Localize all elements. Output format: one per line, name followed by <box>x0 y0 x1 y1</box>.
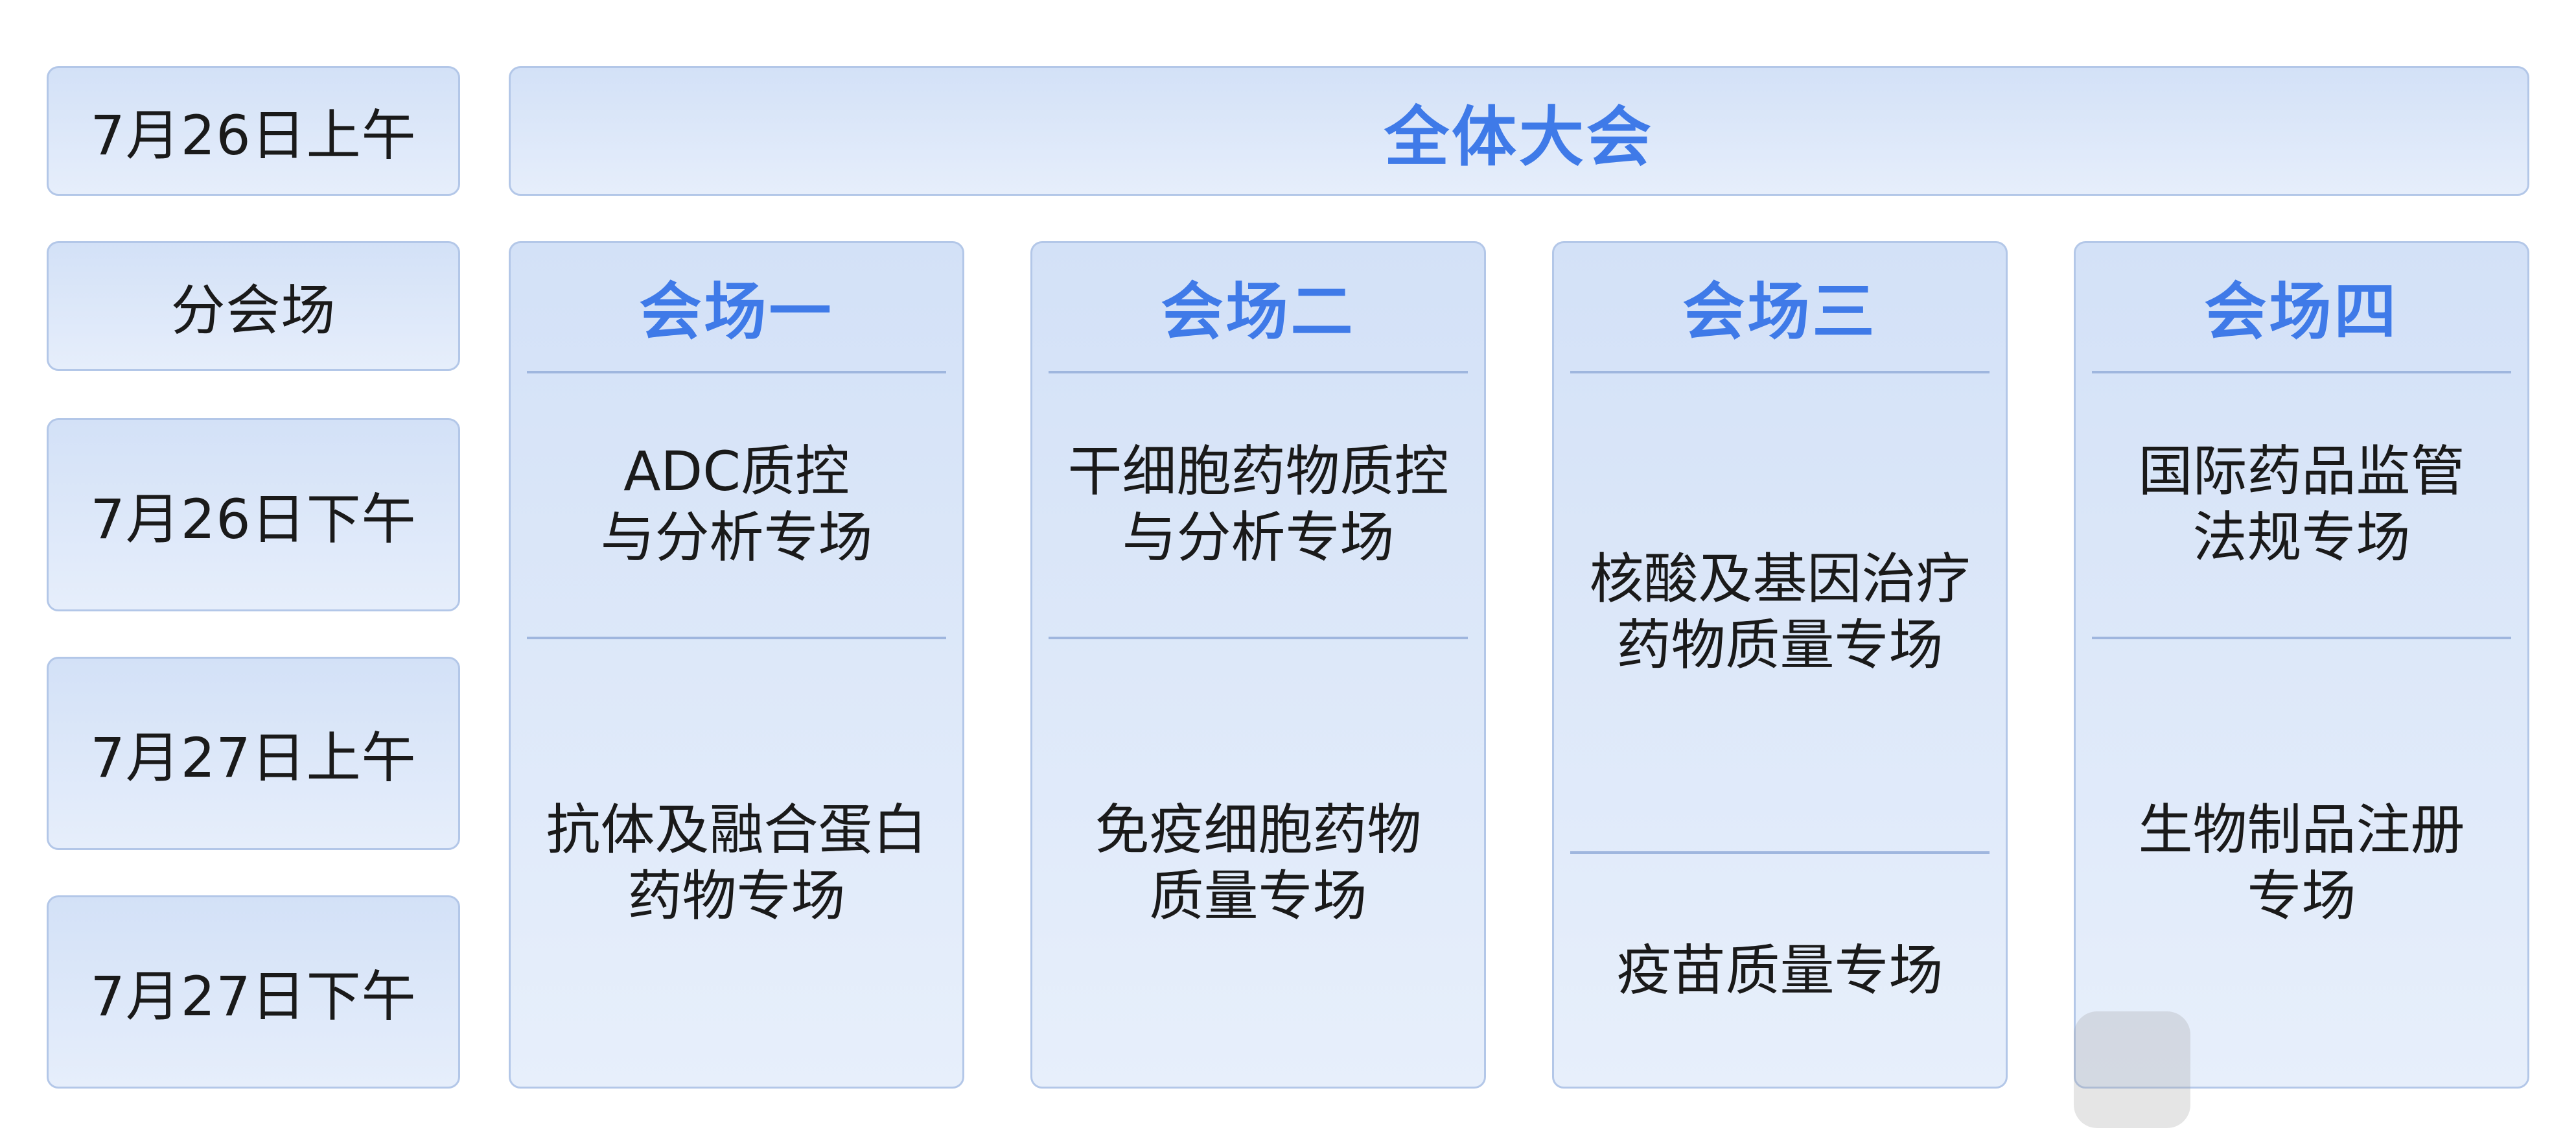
venue-column-4: 会场四 国际药品监管 法规专场 生物制品注册 专场 <box>2074 241 2529 1089</box>
venue-title: 会场二 <box>1161 276 1356 348</box>
divider <box>1049 637 1468 639</box>
label-jul27-pm-text: 7月27日下午 <box>90 964 417 1028</box>
venue-column-3: 会场三 核酸及基因治疗 药物质量专场 疫苗质量专场 <box>1552 241 2008 1089</box>
divider <box>1570 371 1990 373</box>
label-jul27-pm: 7月27日下午 <box>47 895 460 1089</box>
label-jul27-am-text: 7月27日上午 <box>90 725 417 790</box>
session-cell: 免疫细胞药物 质量专场 <box>1095 798 1422 928</box>
venue-column-2: 会场二 干细胞药物质控 与分析专场 免疫细胞药物 质量专场 <box>1030 241 1486 1089</box>
session-cell: 核酸及基因治疗 药物质量专场 <box>1589 547 1971 677</box>
session-cell: 干细胞药物质控 与分析专场 <box>1067 440 1449 569</box>
session-cell: 国际药品监管 法规专场 <box>2138 440 2465 569</box>
venue-title: 会场一 <box>639 276 834 348</box>
session-cell: 疫苗质量专场 <box>1616 938 1944 1002</box>
divider <box>527 637 946 639</box>
plenary-banner: 全体大会 <box>509 66 2529 196</box>
label-jul26-am: 7月26日上午 <box>47 66 460 196</box>
label-jul26-am-text: 7月26日上午 <box>90 103 417 167</box>
divider <box>2092 637 2511 639</box>
divider <box>1570 851 1990 854</box>
divider <box>1049 371 1468 373</box>
label-subvenue-text: 分会场 <box>170 278 336 342</box>
divider <box>2092 371 2511 373</box>
label-subvenue: 分会场 <box>47 241 460 371</box>
session-cell: 抗体及融合蛋白 药物专场 <box>546 798 927 928</box>
venue-title: 会场四 <box>2204 276 2399 348</box>
venue-title: 会场三 <box>1682 276 1877 348</box>
session-cell: ADC质控 与分析专场 <box>600 440 873 569</box>
label-jul27-am: 7月27日上午 <box>47 657 460 850</box>
label-jul26-pm-text: 7月26日下午 <box>90 487 417 551</box>
plenary-title: 全体大会 <box>1384 99 1654 175</box>
divider <box>527 371 946 373</box>
session-cell: 生物制品注册 专场 <box>2138 798 2465 928</box>
venue-column-1: 会场一 ADC质控 与分析专场 抗体及融合蛋白 药物专场 <box>509 241 964 1089</box>
label-jul26-pm: 7月26日下午 <box>47 418 460 611</box>
